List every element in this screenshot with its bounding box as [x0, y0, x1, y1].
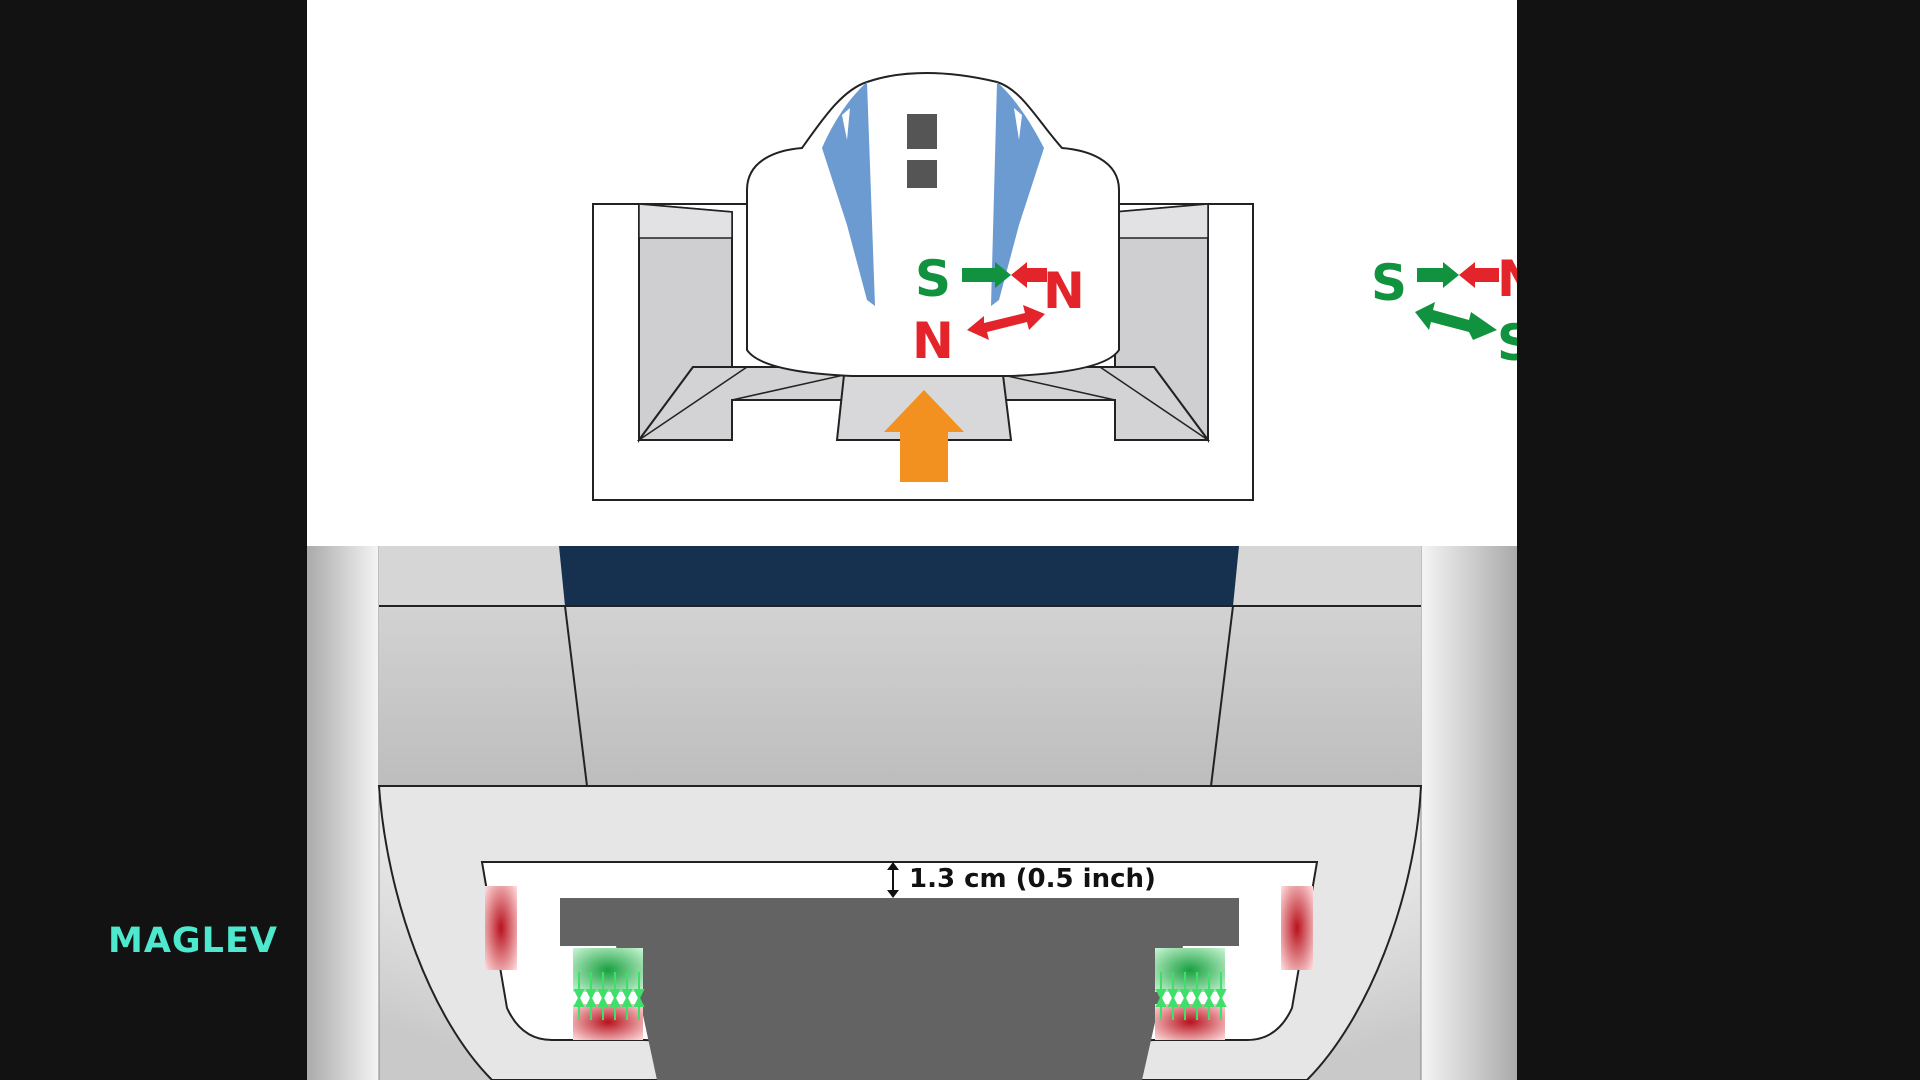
left-field-arrows: [573, 972, 645, 1020]
gap-label: 1.3 cm (0.5 inch): [909, 864, 1156, 894]
train-underside-cross-section: 1.3 cm (0.5 inch): [307, 546, 1517, 1080]
right-window-icon: [991, 82, 1044, 306]
left-repel-arrow: [967, 305, 1045, 340]
gap-dimension-icon: [887, 862, 899, 898]
left-levitation-magnet-green: [573, 948, 643, 992]
maglev-diagram: S N N S N S: [307, 72, 1517, 1080]
caption-title: MAGLEV: [108, 921, 278, 961]
lift-arrow-icon: [884, 390, 964, 482]
right-wall-shading: [1421, 546, 1517, 1080]
pole-right-lower-s: S: [1497, 314, 1517, 372]
right-attract-arrow-green: [1417, 262, 1459, 288]
right-levitation-magnet-red: [1155, 1004, 1225, 1040]
pole-left-lower-n: N: [912, 312, 954, 370]
left-attract-arrow-red: [1011, 262, 1047, 288]
left-levitation-magnet-red: [573, 1004, 643, 1040]
roof-dark-band: [559, 546, 1239, 606]
right-levitation-magnet-green: [1155, 948, 1225, 992]
right-attract-arrow-red: [1459, 262, 1499, 288]
pole-right-upper-s: S: [1371, 254, 1407, 312]
left-window-icon: [822, 82, 875, 306]
guide-rail: [560, 898, 1239, 1080]
guideway-cross-section: S N N S N S: [592, 72, 1517, 501]
right-guide-magnet: [1281, 886, 1313, 970]
right-field-arrows: [1155, 972, 1227, 1020]
headlight-bottom: [907, 160, 937, 188]
pole-left-upper-s: S: [915, 250, 951, 308]
slide-panel: S N N S N S: [307, 0, 1517, 1080]
headlight-top: [907, 114, 937, 149]
left-guide-magnet: [485, 886, 517, 970]
left-wall-shading: [307, 546, 379, 1080]
pole-left-upper-n: N: [1043, 262, 1085, 320]
body-panel: [379, 608, 1421, 786]
right-repel-arrow: [1415, 302, 1497, 340]
left-attract-arrow-green: [962, 262, 1011, 288]
pole-right-upper-n: N: [1497, 250, 1517, 308]
